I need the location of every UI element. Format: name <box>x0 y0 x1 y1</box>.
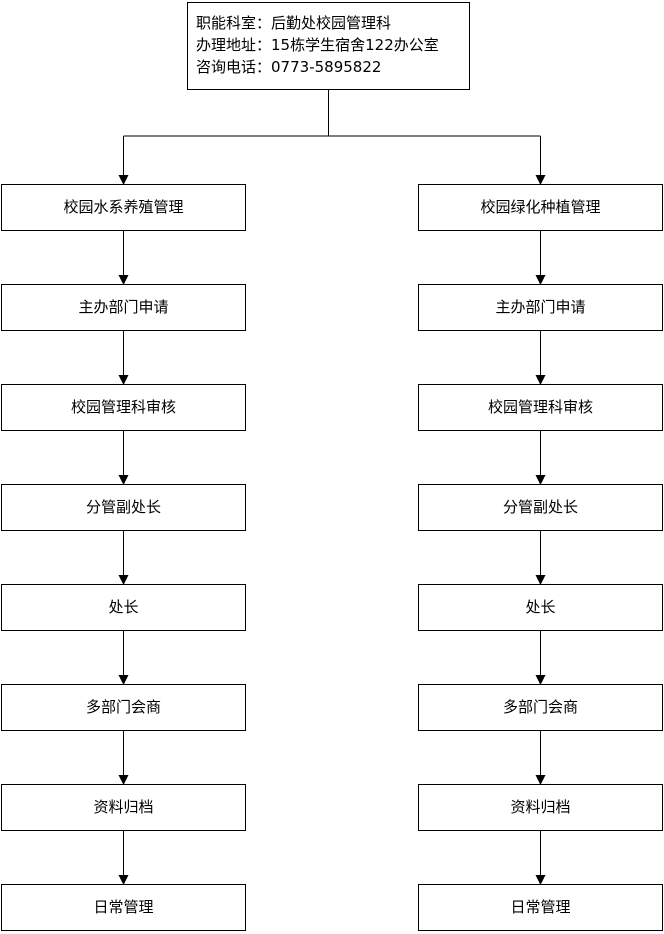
right-step-box: 资料归档 <box>418 784 663 831</box>
department-label: 职能科室： <box>196 14 272 32</box>
left-step-label: 分管副处长 <box>85 498 161 516</box>
right-step-label: 资料归档 <box>510 798 571 816</box>
right-column-title-box: 校园绿化种植管理 <box>418 184 663 231</box>
right-step-label: 处长 <box>525 598 556 616</box>
phone-label: 咨询电话： <box>196 58 272 76</box>
left-step-label: 校园管理科审核 <box>70 398 176 416</box>
right-step-label: 多部门会商 <box>502 698 578 716</box>
left-step-label: 主办部门申请 <box>78 298 169 316</box>
left-step-box: 处长 <box>1 584 246 631</box>
right-step-box: 分管副处长 <box>418 484 663 531</box>
left-column-title-box: 校园水系养殖管理 <box>1 184 246 231</box>
left-step-label: 资料归档 <box>93 798 154 816</box>
right-step-box: 日常管理 <box>418 884 663 931</box>
left-step-box: 校园管理科审核 <box>1 384 246 431</box>
address-line: 办理地址：15栋学生宿舍122办公室 <box>196 34 469 56</box>
right-step-label: 校园管理科审核 <box>487 398 593 416</box>
address-value: 15栋学生宿舍122办公室 <box>271 36 439 54</box>
left-step-box: 日常管理 <box>1 884 246 931</box>
left-column-title: 校园水系养殖管理 <box>63 198 184 216</box>
right-step-box: 处长 <box>418 584 663 631</box>
right-step-box: 校园管理科审核 <box>418 384 663 431</box>
phone-line: 咨询电话：0773-5895822 <box>196 56 469 78</box>
right-column-title: 校园绿化种植管理 <box>480 198 601 216</box>
left-step-label: 处长 <box>108 598 139 616</box>
right-step-box: 主办部门申请 <box>418 284 663 331</box>
department-line: 职能科室：后勤处校园管理科 <box>196 12 469 34</box>
left-step-label: 日常管理 <box>93 898 154 916</box>
left-step-box: 分管副处长 <box>1 484 246 531</box>
address-label: 办理地址： <box>196 36 272 54</box>
phone-value: 0773-5895822 <box>271 58 382 76</box>
left-step-box: 多部门会商 <box>1 684 246 731</box>
department-value: 后勤处校园管理科 <box>271 14 392 32</box>
right-step-label: 分管副处长 <box>502 498 578 516</box>
info-box: 职能科室：后勤处校园管理科 办理地址：15栋学生宿舍122办公室 咨询电话：07… <box>187 2 470 90</box>
left-step-box: 资料归档 <box>1 784 246 831</box>
right-step-box: 多部门会商 <box>418 684 663 731</box>
right-step-label: 日常管理 <box>510 898 571 916</box>
right-step-label: 主办部门申请 <box>495 298 586 316</box>
left-step-box: 主办部门申请 <box>1 284 246 331</box>
left-step-label: 多部门会商 <box>85 698 161 716</box>
